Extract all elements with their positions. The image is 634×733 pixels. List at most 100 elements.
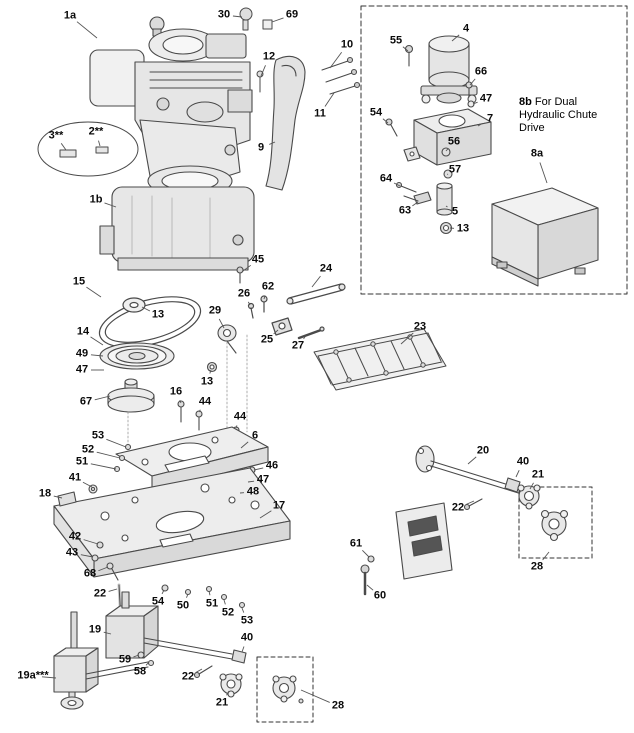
- part-callout-6: 6: [251, 429, 259, 442]
- part-callout-45: 45: [251, 253, 265, 266]
- part-callout-13: 13: [456, 222, 470, 235]
- part-callout-19asss: 19a***: [17, 669, 49, 682]
- note-line-2: Hydraulic Chute: [519, 109, 598, 121]
- drive-chain-23: [313, 328, 447, 391]
- part-callout-55: 55: [389, 34, 403, 47]
- part-callout-25: 25: [260, 333, 274, 346]
- part-callout-54: 54: [369, 106, 383, 119]
- part-callout-44: 44: [233, 410, 247, 423]
- idler-pulley-29: [217, 324, 237, 354]
- part-callout-7: 7: [486, 112, 494, 125]
- part-callout-67: 67: [79, 395, 93, 408]
- lower-gearbox-assembly: [105, 591, 247, 698]
- part-callout-21: 21: [215, 696, 229, 709]
- part-callout-19: 19: [88, 623, 102, 636]
- part-callout-28: 28: [331, 699, 345, 712]
- note-dual-hydraulic: 8b For Dual Hydraulic Chute Drive: [519, 96, 627, 135]
- part-callout-28: 28: [530, 560, 544, 573]
- engine-mount-frame: [113, 426, 269, 497]
- main-base-plate: [53, 467, 291, 624]
- hydro-transmission: [99, 165, 255, 284]
- part-callout-59: 59: [118, 653, 132, 666]
- part-callout-47: 47: [479, 92, 493, 105]
- flange-bearing-detail-box: [518, 486, 593, 559]
- weight-bracket: [360, 502, 453, 596]
- drive-belt-15: [98, 296, 202, 348]
- part-callout-66: 66: [474, 65, 488, 78]
- part-callout-29: 29: [208, 304, 222, 317]
- part-callout-41: 41: [68, 471, 82, 484]
- part-callout-56: 56: [447, 135, 461, 148]
- part-callout-2ss: 2**: [88, 125, 104, 138]
- part-callout-52: 52: [81, 443, 95, 456]
- part-callout-15: 15: [72, 275, 86, 288]
- part-callout-53: 53: [240, 614, 254, 627]
- part-callout-1b: 1b: [89, 193, 103, 206]
- note-part-id: 8b: [519, 96, 532, 108]
- part-callout-54: 54: [151, 595, 165, 608]
- part-callout-30: 30: [217, 8, 231, 21]
- part-callout-10: 10: [340, 38, 354, 51]
- part-callout-40: 40: [240, 631, 254, 644]
- bottom-flange-bearing: [272, 675, 304, 704]
- part-callout-9: 9: [257, 141, 265, 154]
- part-callout-42: 42: [68, 530, 82, 543]
- part-callout-50: 50: [176, 599, 190, 612]
- spacer-and-hardware: [395, 181, 453, 235]
- note-line-1: For Dual: [534, 96, 578, 108]
- part-callout-26: 26: [237, 287, 251, 300]
- part-callout-63: 63: [398, 204, 412, 217]
- part-callout-44: 44: [198, 395, 212, 408]
- part-callout-11: 11: [314, 107, 326, 120]
- part-callout-18: 18: [38, 487, 52, 500]
- part-callout-22: 22: [181, 670, 195, 683]
- note-line-3: Drive: [519, 122, 545, 134]
- part-callout-60: 60: [373, 589, 387, 602]
- part-callout-58: 58: [133, 665, 147, 678]
- dual-hydraulic-option-box: [360, 5, 628, 295]
- part-callout-68: 68: [83, 567, 97, 580]
- chute-motor-assembly: [404, 35, 478, 108]
- part-callout-27: 27: [291, 339, 305, 352]
- part-callout-53: 53: [91, 429, 105, 442]
- part-callout-22: 22: [451, 501, 465, 514]
- part-callout-20: 20: [476, 444, 490, 457]
- part-callout-64: 64: [379, 172, 393, 185]
- part-callout-4: 4: [462, 22, 470, 35]
- key-detail-bubble: [37, 121, 139, 177]
- part-callout-12: 12: [262, 50, 276, 63]
- part-callout-3ss: 3**: [48, 129, 64, 142]
- part-callout-22: 22: [93, 587, 107, 600]
- part-callout-51: 51: [205, 597, 219, 610]
- part-callout-16: 16: [169, 385, 183, 398]
- plug-and-fasteners-top: [239, 7, 273, 93]
- part-callout-24: 24: [319, 262, 333, 275]
- part-callout-48: 48: [246, 485, 260, 498]
- left-gearbox-assembly: [53, 611, 149, 710]
- part-callout-46: 46: [265, 459, 279, 472]
- part-callout-49: 49: [75, 347, 89, 360]
- part-callout-61: 61: [349, 537, 363, 550]
- part-callout-51: 51: [75, 455, 89, 468]
- part-callout-8a: 8a: [530, 147, 544, 160]
- part-callout-47: 47: [75, 363, 89, 376]
- upper-drive-shaft: [415, 445, 569, 542]
- part-callout-40: 40: [516, 455, 530, 468]
- part-callout-52: 52: [221, 606, 235, 619]
- hydraulic-tank-box: [491, 187, 599, 287]
- main-pulley-stack: [99, 342, 240, 447]
- part-callout-21: 21: [531, 468, 545, 481]
- part-callout-13: 13: [151, 308, 165, 321]
- part-callout-23: 23: [413, 320, 427, 333]
- part-callout-62: 62: [261, 280, 275, 293]
- motor-mount-bracket: [385, 108, 492, 179]
- part-callout-69: 69: [285, 8, 299, 21]
- part-callout-17: 17: [272, 499, 286, 512]
- chute-arm: [265, 55, 361, 191]
- part-callout-13: 13: [200, 375, 214, 388]
- part-callout-47: 47: [256, 473, 270, 486]
